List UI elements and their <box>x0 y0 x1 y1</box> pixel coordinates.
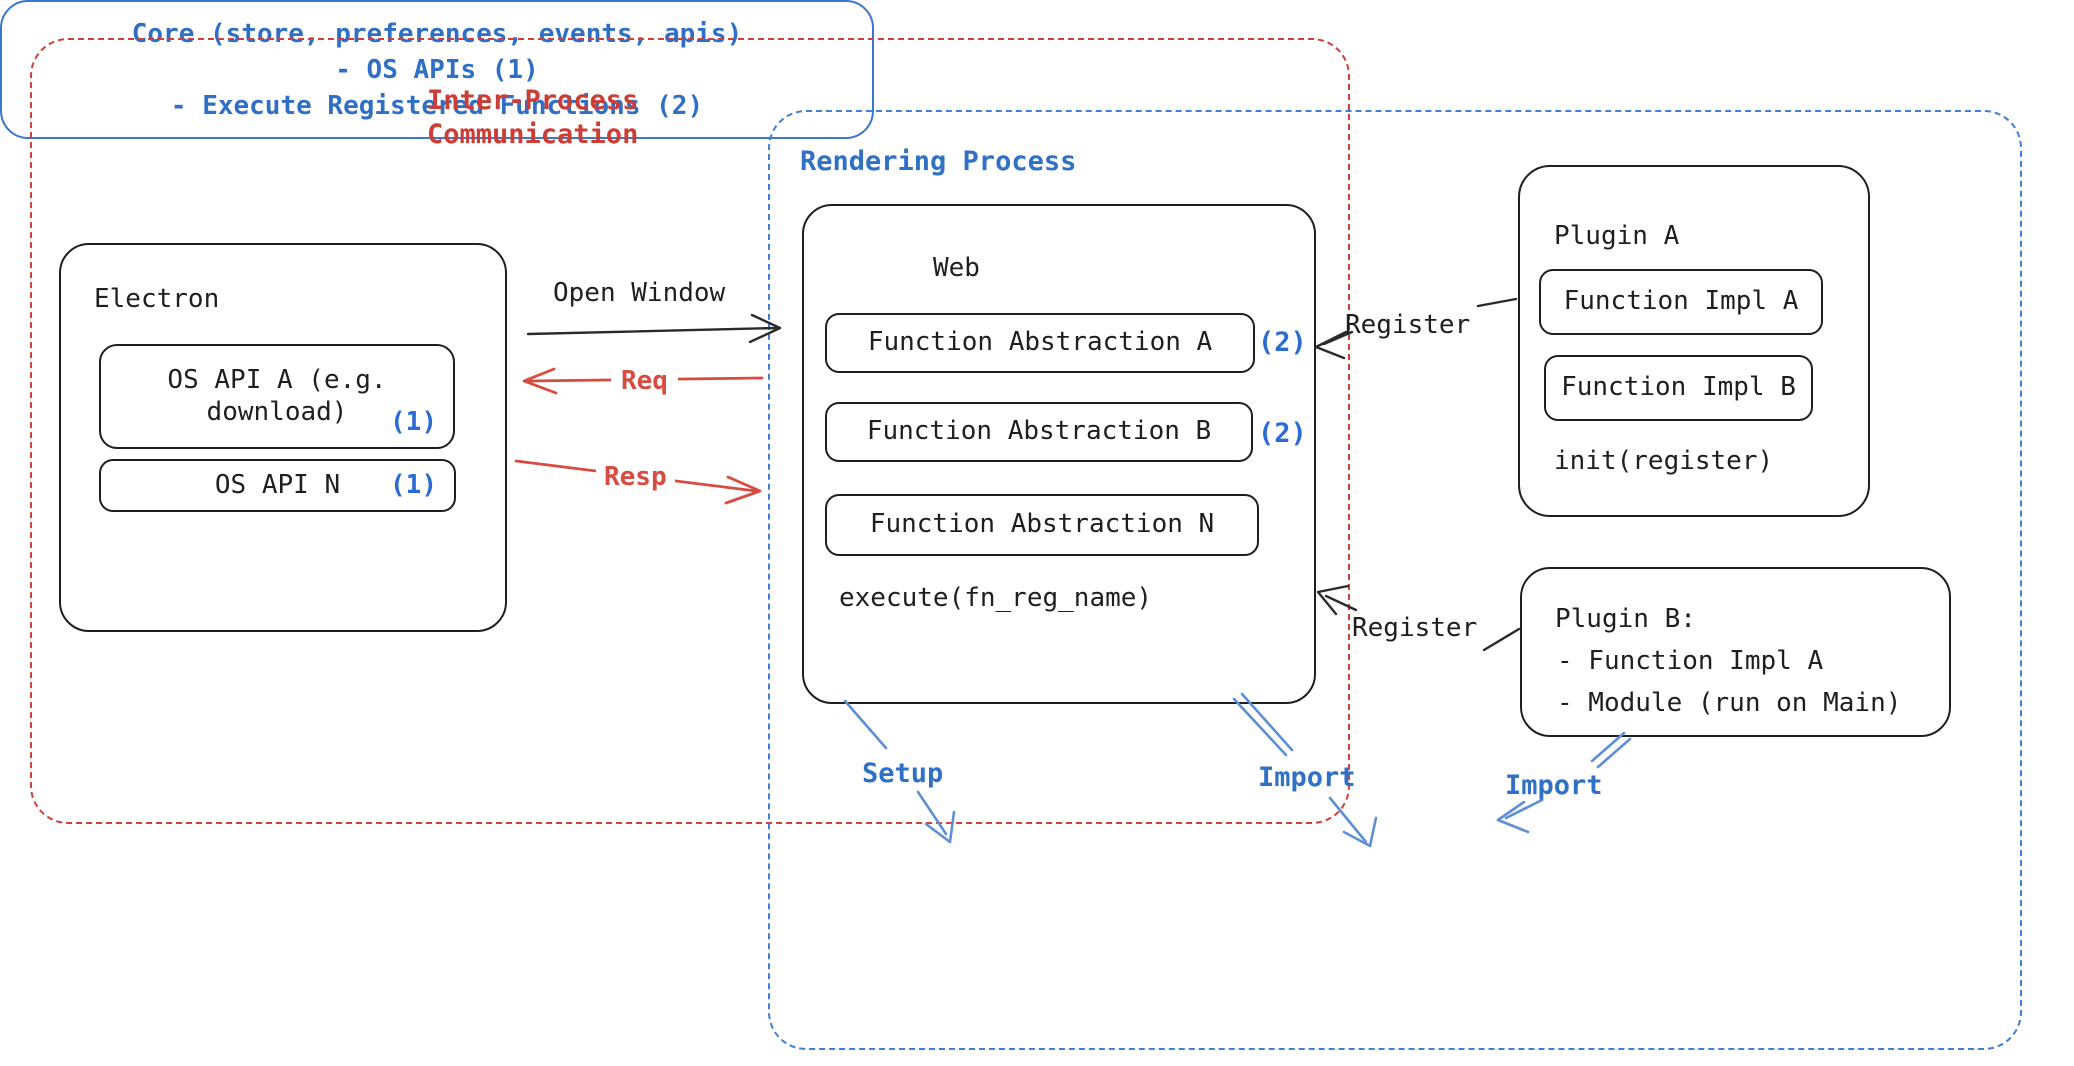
function-abstraction-b-badge: (2) <box>1258 418 1307 449</box>
web-box: Web Function Abstraction A Function Abst… <box>802 204 1316 704</box>
core-line-3: - Execute Registered Functions (2) <box>170 90 704 121</box>
import-web-label: Import <box>1258 762 1356 793</box>
req-label: Req <box>611 366 678 396</box>
os-api-n-badge: (1) <box>390 470 437 500</box>
function-abstraction-a-box: Function Abstraction A <box>825 313 1255 373</box>
register-bottom-label: Register <box>1352 613 1478 643</box>
plugin-b-box: Plugin B: - Function Impl A - Module (ru… <box>1520 567 1951 737</box>
function-abstraction-b-box: Function Abstraction B <box>825 402 1253 462</box>
execute-fn-text: execute(fn_reg_name) <box>839 583 1153 613</box>
ipc-frame <box>30 38 1350 824</box>
rendering-process-frame <box>768 110 2022 1050</box>
os-api-a-line1: OS API A (e.g. <box>167 365 387 396</box>
open-window-label: Open Window <box>553 278 726 308</box>
function-impl-a-label: Function Impl A <box>1563 286 1799 317</box>
import-plugin-b-label: Import <box>1505 770 1603 801</box>
function-abstraction-a-label: Function Abstraction A <box>867 327 1213 358</box>
function-impl-b-box: Function Impl B <box>1544 355 1813 421</box>
electron-box: Electron OS API A (e.g. download) (1) OS… <box>59 243 507 632</box>
plugin-b-line-2: - Module (run on Main) <box>1557 688 1902 718</box>
os-api-a-box: OS API A (e.g. download) (1) <box>99 344 455 449</box>
electron-title: Electron <box>94 284 220 314</box>
ipc-frame-label: Inter-Process Communication <box>427 85 639 150</box>
function-abstraction-n-box: Function Abstraction N <box>825 494 1259 556</box>
function-abstraction-a-badge: (2) <box>1258 327 1307 358</box>
plugin-b-line-1: - Function Impl A <box>1557 646 1824 676</box>
core-box: Core (store, preferences, events, apis) … <box>0 0 874 139</box>
resp-label: Resp <box>596 462 675 492</box>
core-line-2: - OS APIs (1) <box>335 54 539 85</box>
os-api-n-label: OS API N <box>214 469 341 500</box>
plugin-a-title: Plugin A <box>1554 221 1680 251</box>
web-title: Web <box>933 253 980 283</box>
plugin-b-title: Plugin B: <box>1555 604 1696 634</box>
os-api-a-badge: (1) <box>390 407 437 437</box>
rendering-process-label: Rendering Process <box>800 146 1077 177</box>
function-abstraction-n-label: Function Abstraction N <box>869 509 1215 540</box>
init-register-text: init(register) <box>1554 446 1774 476</box>
plugin-a-box: Plugin A Function Impl A Function Impl B… <box>1518 165 1870 517</box>
register-top-label: Register <box>1345 310 1471 340</box>
os-api-n-box: OS API N (1) <box>99 459 456 512</box>
setup-label: Setup <box>862 758 944 789</box>
function-impl-b-label: Function Impl B <box>1561 372 1796 403</box>
function-abstraction-b-label: Function Abstraction B <box>866 416 1212 447</box>
os-api-a-line2: download) <box>206 396 348 427</box>
core-line-1: Core (store, preferences, events, apis) <box>131 18 743 49</box>
function-impl-a-box: Function Impl A <box>1539 269 1823 335</box>
